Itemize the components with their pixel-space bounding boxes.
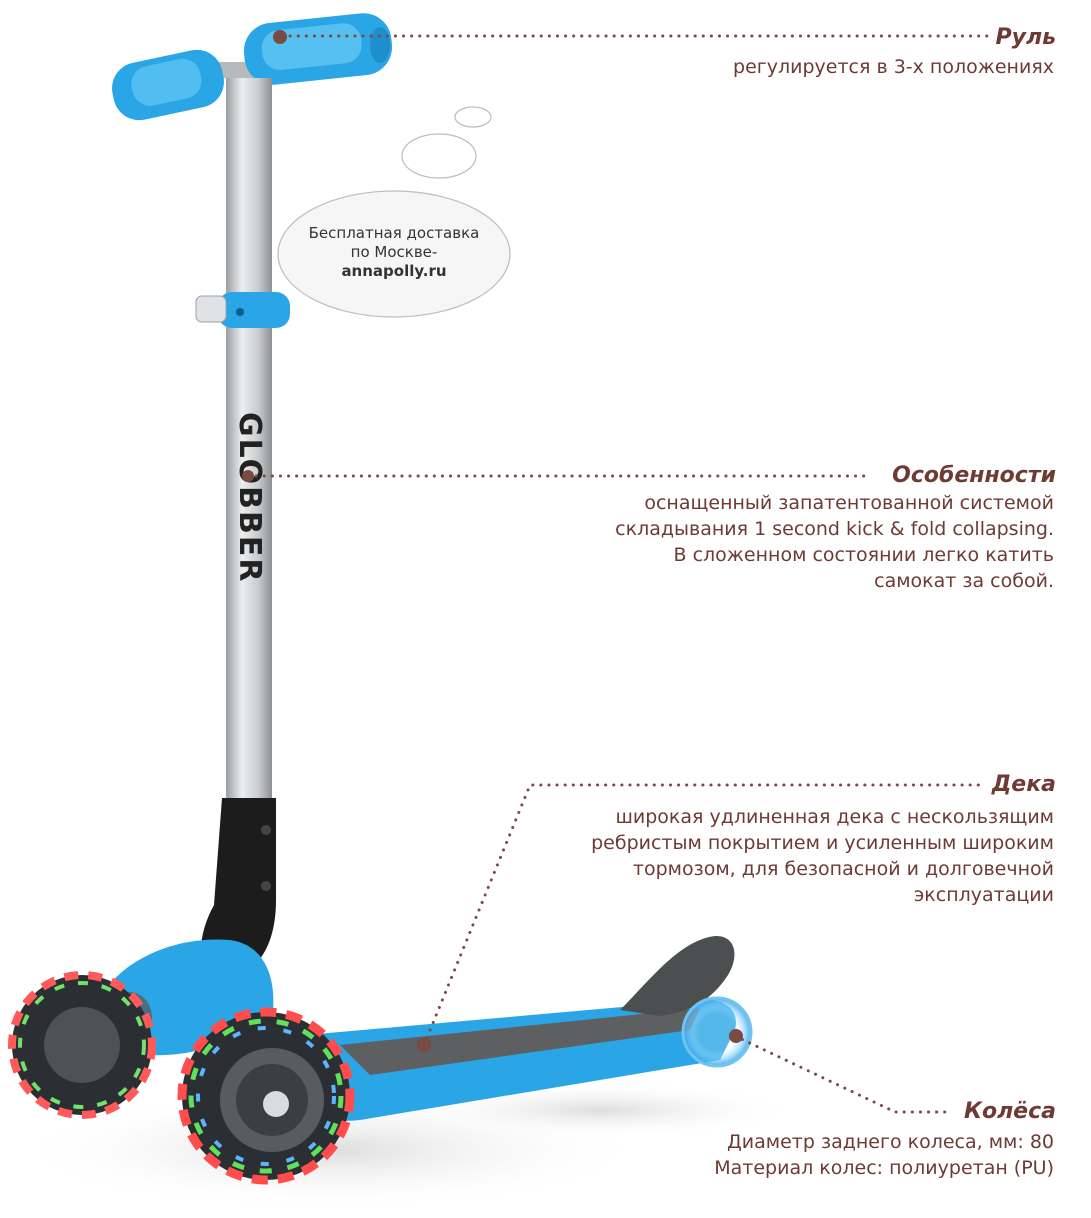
features-line-2: складывания 1 second kick & fold collaps…	[615, 518, 1054, 540]
height-clamp	[218, 292, 290, 328]
bubble-line-1: Бесплатная доставка	[308, 224, 480, 242]
delivery-bubble-text: Бесплатная доставка по Москве- annapolly…	[278, 224, 510, 281]
deck-line-3: тормозом, для безопасной и долговечной	[632, 858, 1054, 880]
bubble-line-2: по Москве-	[350, 243, 438, 261]
deck-line-2: ребристым покрытием и усиленным широким	[591, 832, 1054, 854]
features-line-4: самокат за собой.	[874, 570, 1054, 592]
svg-text:GLOBBER: GLOBBER	[232, 412, 267, 584]
features-description: оснащенный запатентованной системой скла…	[615, 490, 1054, 594]
handlebar-title: Руль	[995, 25, 1057, 50]
features-line-1: оснащенный запатентованной системой	[644, 492, 1054, 514]
rear-wheel	[681, 996, 753, 1068]
wheels-line-1: Диаметр заднего колеса, мм: 80	[726, 1131, 1054, 1153]
deck-callout-dot	[417, 1038, 431, 1052]
handlebar-line-1: регулируется в 3-х положениях	[733, 56, 1054, 78]
features-line-3: В сложенном состоянии легко катить	[673, 544, 1055, 566]
deck-grip	[340, 1008, 700, 1075]
rear-brake	[620, 935, 735, 1016]
brand-logo: GLOBBER	[232, 412, 267, 584]
deck-title: Дека	[991, 772, 1056, 797]
folding-block	[200, 798, 276, 975]
deck-callout-line	[422, 783, 987, 1047]
deck-line-1: широкая удлиненная дека с нескользящим	[615, 806, 1054, 828]
steering-pole	[226, 78, 272, 808]
deck-description: широкая удлиненная дека с нескользящим р…	[591, 804, 1054, 908]
handlebar-description: регулируется в 3-х положениях	[733, 54, 1054, 80]
features-callout-dot	[242, 470, 254, 482]
handlebar-callout-dot	[273, 30, 287, 44]
front-wheel-left	[8, 971, 156, 1119]
wheels-description: Диаметр заднего колеса, мм: 80 Материал …	[714, 1129, 1054, 1181]
wheels-callout-dot	[729, 1029, 743, 1043]
wheels-title: Колёса	[963, 1099, 1056, 1124]
deck-line-4: эксплуатации	[913, 884, 1054, 906]
bubble-brand: annapolly.ru	[341, 262, 447, 280]
wheels-line-2: Материал колес: полиуретан (PU)	[714, 1157, 1054, 1179]
wheels-callout-line	[733, 1034, 950, 1114]
features-title: Особенности	[892, 463, 1056, 488]
front-wheel-right	[177, 1007, 355, 1185]
